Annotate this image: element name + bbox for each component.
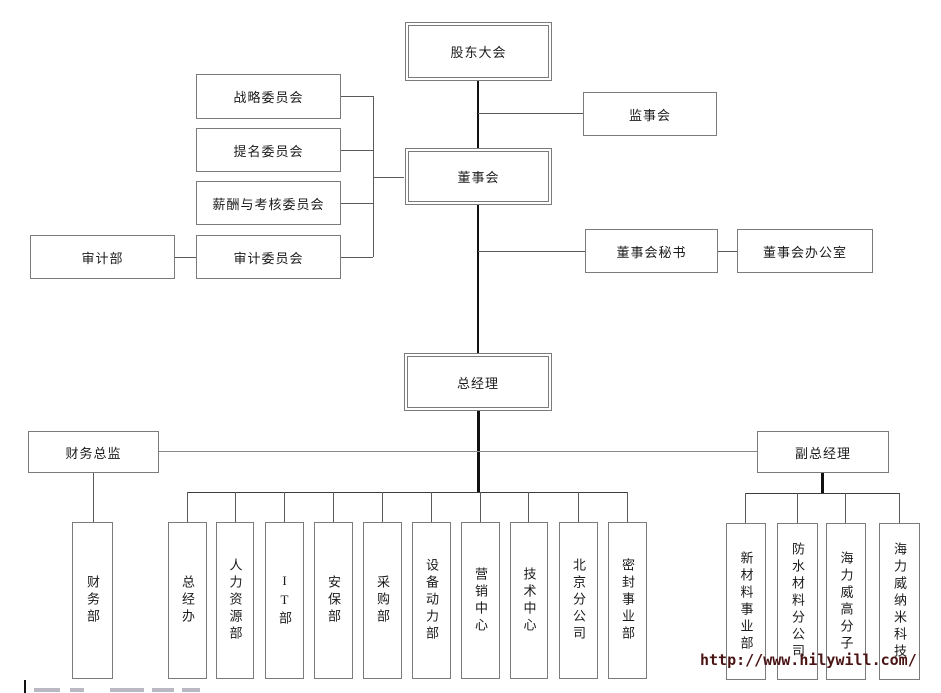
node-label: 战略委员会 (233, 90, 304, 105)
connector-line (845, 493, 846, 523)
node-sealing-division: 密封事业部 (608, 522, 647, 679)
node-general-manager: 总经理 (404, 353, 552, 411)
node-label: 提名委员会 (233, 143, 304, 159)
node-label: 薪酬与考核委员会 (212, 196, 325, 212)
node-hr-dept: 人力资源部 (216, 522, 254, 679)
cropped-glyph (182, 688, 200, 692)
node-cfo: 财务总监 (28, 431, 159, 473)
connector-line (235, 492, 236, 522)
node-audit-committee: 审计委员会 (196, 235, 341, 279)
connector-line (175, 257, 196, 258)
connector-line (745, 493, 900, 494)
node-label: 财务部 (85, 575, 100, 626)
cropped-text-fragment (22, 680, 282, 693)
node-label: 董事会秘书 (616, 244, 687, 260)
connector-line (341, 203, 373, 204)
node-board-office: 董事会办公室 (737, 229, 873, 273)
connector-line (480, 492, 481, 522)
node-supervisory-board: 监事会 (583, 92, 717, 136)
connector-line (797, 493, 798, 523)
cropped-glyph (24, 680, 26, 693)
node-finance-dept: 财务部 (72, 522, 113, 679)
node-label: 海力威纳米科技 (892, 542, 907, 661)
connector-line (93, 473, 94, 522)
connector-line (159, 451, 757, 452)
node-label: 审计部 (81, 250, 124, 266)
node-label: 营销中心 (473, 566, 488, 635)
node-label: 财务总监 (65, 445, 122, 461)
node-beijing-branch: 北京分公司 (559, 522, 598, 679)
connector-line (373, 177, 404, 178)
node-label: 海力威高分子 (838, 550, 854, 653)
connector-line (284, 492, 285, 522)
node-board-of-directors: 董事会 (405, 148, 552, 205)
node-label: 安保部 (326, 575, 341, 626)
node-label: 采购部 (375, 575, 390, 626)
connector-line (373, 96, 374, 257)
node-label: 总经办 (180, 575, 195, 626)
connector-line (718, 251, 737, 252)
node-label: 总经理 (456, 375, 499, 391)
node-board-secretary: 董事会秘书 (585, 229, 718, 273)
node-new-materials-division: 新材料事业部 (726, 523, 766, 680)
node-label: 副总经理 (794, 445, 851, 461)
connector-line (528, 492, 529, 522)
connector-line (477, 411, 480, 493)
connector-line (341, 150, 373, 151)
connector-line (578, 492, 579, 522)
node-label: 技术中心 (521, 566, 537, 635)
connector-line (477, 81, 479, 148)
connector-line (341, 257, 373, 258)
node-purchasing-dept: 采购部 (363, 522, 402, 679)
node-security-dept: 安保部 (314, 522, 353, 679)
connector-line (478, 113, 583, 114)
connector-line (382, 492, 383, 522)
connector-line (745, 493, 746, 523)
connector-line (478, 251, 585, 252)
connector-line (477, 204, 479, 354)
node-label: 审计委员会 (233, 250, 304, 266)
node-label: 股东大会 (450, 45, 507, 60)
connector-line (431, 492, 432, 522)
node-polymer-company: 海力威高分子 (826, 523, 866, 680)
node-marketing-center: 营销中心 (461, 522, 500, 679)
cropped-glyph (34, 688, 60, 692)
connector-line (899, 493, 900, 523)
node-label: 新材料事业部 (738, 550, 754, 653)
node-waterproof-materials-branch: 防水材料分公司 (777, 523, 818, 680)
node-label: IT部 (277, 573, 292, 628)
node-shareholders-meeting: 股东大会 (405, 22, 552, 81)
node-label: 监事会 (628, 107, 671, 123)
node-label: 董事会 (457, 170, 500, 185)
connector-line (627, 492, 628, 522)
node-technology-center: 技术中心 (510, 522, 548, 679)
node-nomination-committee: 提名委员会 (196, 128, 341, 172)
node-audit-department: 审计部 (30, 235, 175, 279)
cropped-glyph (70, 688, 84, 692)
connector-line (341, 96, 373, 97)
node-nano-tech-company: 海力威纳米科技 (879, 523, 920, 680)
connector-line (187, 492, 628, 493)
node-label: 人力资源部 (227, 558, 243, 643)
node-label: 密封事业部 (620, 558, 635, 643)
node-gm-office: 总经办 (168, 522, 207, 679)
node-compensation-committee: 薪酬与考核委员会 (196, 181, 341, 225)
watermark-url: http://www.hilywill.com/ (700, 651, 917, 669)
connector-line (187, 492, 188, 522)
cropped-glyph (152, 688, 174, 692)
node-equipment-power-dept: 设备动力部 (412, 522, 451, 679)
cropped-glyph (110, 688, 144, 692)
node-deputy-gm: 副总经理 (757, 431, 889, 473)
node-label: 设备动力部 (424, 558, 439, 643)
node-label: 董事会办公室 (762, 244, 847, 260)
node-strategy-committee: 战略委员会 (196, 74, 341, 119)
node-it-dept: IT部 (265, 522, 304, 679)
connector-line (821, 473, 824, 493)
node-label: 北京分公司 (571, 558, 586, 643)
connector-line (333, 492, 334, 522)
node-label: 防水材料分公司 (790, 542, 805, 661)
